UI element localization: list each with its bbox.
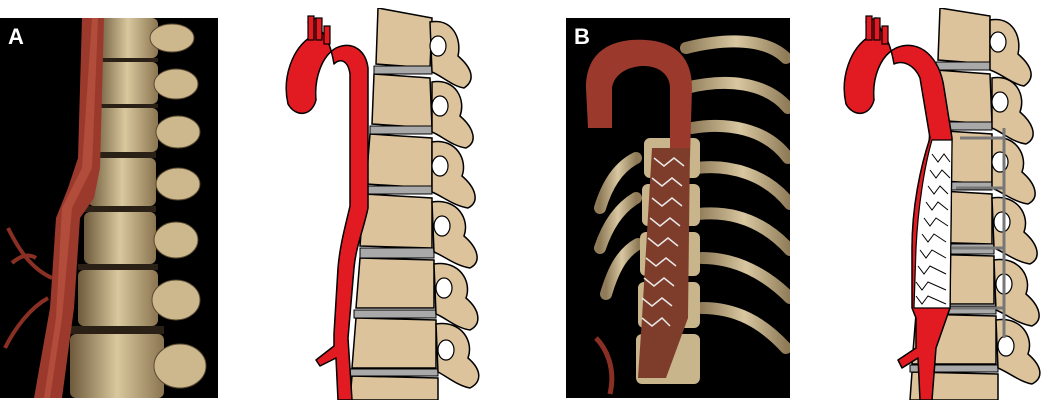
panel-b-ct-image: B [566, 18, 790, 398]
panel-label-a: A [8, 24, 24, 49]
ct-render-b [586, 35, 790, 395]
panel-label-b: B [574, 24, 590, 49]
panel-a-ct-image: A [0, 18, 218, 398]
panel-a-schematic [282, 8, 482, 400]
panel-b-schematic [840, 8, 1050, 400]
ct-render-a [3, 18, 207, 398]
schematic-b [843, 8, 1041, 400]
schematic-a [285, 8, 480, 400]
